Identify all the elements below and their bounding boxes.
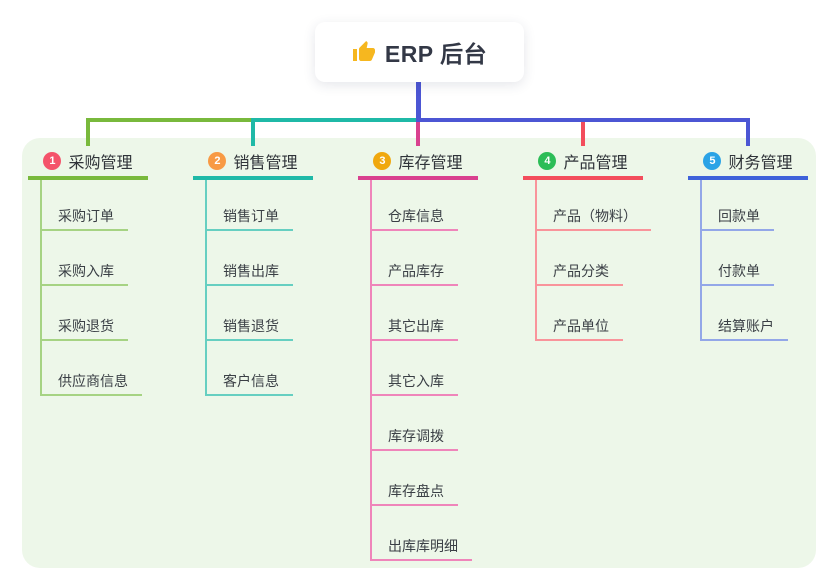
branch-badge: 3	[373, 152, 392, 170]
sub-item[interactable]: 付款单	[700, 260, 774, 286]
sub-item[interactable]: 库存调拨	[370, 425, 458, 451]
branch-badge: 1	[43, 152, 62, 170]
sub-item[interactable]: 结算账户	[700, 315, 788, 341]
branch-tree-line	[535, 180, 537, 341]
branch-tree-line	[205, 180, 207, 396]
branch-node-4[interactable]: 4 产品管理	[523, 146, 643, 180]
sub-item[interactable]: 其它入库	[370, 370, 458, 396]
root-node[interactable]: ERP 后台	[315, 22, 524, 82]
sub-item[interactable]: 出库库明细	[370, 535, 472, 561]
sub-item[interactable]: 销售退货	[205, 315, 293, 341]
root-title: ERP 后台	[384, 41, 488, 67]
branch-label: 产品管理	[563, 155, 628, 172]
branch-tree-line	[370, 180, 372, 561]
sub-item[interactable]: 采购订单	[40, 205, 128, 231]
thumbs-up-icon	[352, 40, 376, 64]
sub-item[interactable]: 销售订单	[205, 205, 293, 231]
branch-label: 库存管理	[398, 155, 463, 172]
sub-item[interactable]: 采购入库	[40, 260, 128, 286]
branch-node-1[interactable]: 1 采购管理	[28, 146, 148, 180]
sub-item[interactable]: 供应商信息	[40, 370, 142, 396]
branch-label: 销售管理	[233, 155, 298, 172]
bus-segment-2	[251, 118, 418, 122]
bus-segment-1	[86, 118, 255, 122]
branch-drop-3	[416, 122, 420, 146]
branch-drop-5	[746, 118, 750, 146]
sub-item[interactable]: 回款单	[700, 205, 774, 231]
sub-item[interactable]: 销售出库	[205, 260, 293, 286]
branch-label: 财务管理	[728, 155, 793, 172]
sub-item[interactable]: 采购退货	[40, 315, 128, 341]
branch-tree-line	[700, 180, 702, 341]
sub-item[interactable]: 产品库存	[370, 260, 458, 286]
sub-item[interactable]: 产品分类	[535, 260, 623, 286]
branch-badge: 2	[208, 152, 227, 170]
branch-badge: 4	[538, 152, 557, 170]
branches-panel	[22, 138, 816, 568]
branch-tree-line	[40, 180, 42, 396]
sub-item[interactable]: 客户信息	[205, 370, 293, 396]
sub-item[interactable]: 产品单位	[535, 315, 623, 341]
branch-label: 采购管理	[68, 155, 133, 172]
branch-drop-2	[251, 118, 255, 146]
bus-segment-3	[416, 118, 750, 122]
root-connector-line	[416, 82, 421, 122]
sub-item[interactable]: 产品（物料）	[535, 205, 651, 231]
branch-node-5[interactable]: 5 财务管理	[688, 146, 808, 180]
branch-badge: 5	[703, 152, 722, 170]
sub-item[interactable]: 仓库信息	[370, 205, 458, 231]
branch-node-3[interactable]: 3 库存管理	[358, 146, 478, 180]
sub-item[interactable]: 库存盘点	[370, 480, 458, 506]
sub-item[interactable]: 其它出库	[370, 315, 458, 341]
branch-node-2[interactable]: 2 销售管理	[193, 146, 313, 180]
branch-drop-1	[86, 118, 90, 146]
branch-drop-4	[581, 122, 585, 146]
